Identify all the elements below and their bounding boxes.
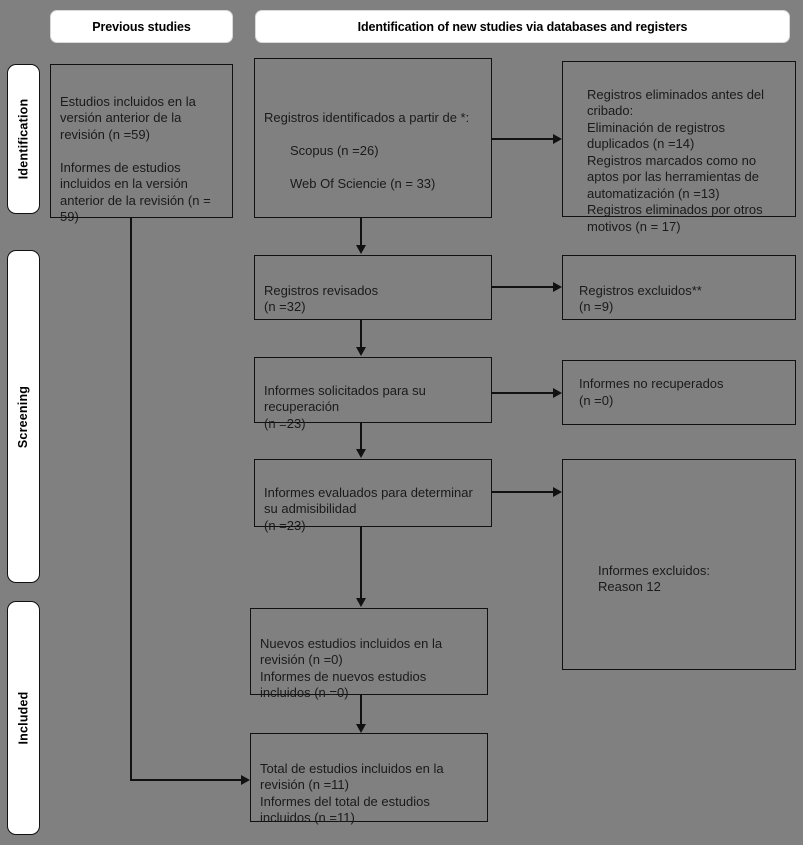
stage-screening-label: Screening [16, 385, 31, 448]
box-records-identified-source-wos: Web Of Sciencie (n = 33) [290, 175, 436, 191]
arrowhead-sought-to-not-retrieved [553, 387, 562, 398]
stage-included-label: Included [16, 691, 31, 745]
stage-identification: Identification [7, 64, 40, 214]
arrowhead-assessed-to-reports-excluded [553, 486, 562, 497]
arrowhead-identified-to-screened [355, 245, 366, 254]
connector-screened-to-excluded [492, 286, 554, 288]
connector-sought-to-assessed [360, 423, 362, 450]
arrowhead-sought-to-assessed [355, 449, 366, 458]
box-records-identified-source-scopus: Scopus (n =26) [290, 142, 379, 158]
connector-assessed-to-reports-excluded [492, 491, 554, 493]
arrowhead-screened-to-excluded [553, 281, 562, 292]
box-records-removed-text: Registros eliminados antes del cribado: … [587, 86, 765, 234]
box-records-excluded-text: Registros excluidos** (n =9) [579, 282, 702, 315]
connector-previous-to-total-horizontal [130, 779, 242, 781]
box-previous-studies-included-text: Estudios incluidos en la versión anterio… [60, 93, 211, 225]
box-reports-excluded: Informes excluidos: Reason 12 [562, 459, 796, 670]
arrowhead-new-included-to-total [355, 724, 366, 733]
header-previous-studies-label: Previous studies [92, 19, 191, 34]
box-total-included: Total de estudios incluidos en la revisi… [250, 733, 488, 825]
box-records-excluded: Registros excluidos** (n =9) [562, 255, 796, 320]
box-reports-assessed: Informes evaluados para determinar su ad… [254, 459, 492, 533]
box-reports-not-retrieved: Informes no recuperados (n =0) [562, 360, 796, 425]
box-reports-excluded-text: Informes excluidos: Reason 12 [598, 562, 710, 595]
stage-identification-label: Identification [16, 98, 31, 180]
box-previous-studies-included: Estudios incluidos en la versión anterio… [50, 64, 233, 224]
box-records-identified: Registros identificados a partir de *: S… [254, 58, 492, 218]
box-records-screened-text: Registros revisados (n =32) [264, 282, 379, 315]
stage-included: Included [7, 601, 40, 835]
connector-screened-to-sought [360, 320, 362, 348]
box-new-studies-included-text: Nuevos estudios incluidos en la revisión… [260, 635, 443, 701]
box-reports-assessed-text: Informes evaluados para determinar su ad… [264, 484, 473, 533]
box-new-studies-included: Nuevos estudios incluidos en la revisión… [250, 608, 488, 700]
stage-screening: Screening [7, 250, 40, 583]
box-reports-sought: Informes solicitados para su recuperació… [254, 357, 492, 431]
header-new-studies: Identification of new studies via databa… [255, 10, 790, 43]
connector-sought-to-not-retrieved [492, 392, 554, 394]
header-new-studies-label: Identification of new studies via databa… [357, 19, 688, 34]
connector-previous-to-total-vertical [130, 218, 132, 780]
connector-new-included-to-total [360, 695, 362, 725]
box-reports-sought-text: Informes solicitados para su recuperació… [264, 382, 426, 431]
box-records-identified-intro: Registros identificados a partir de *: [264, 109, 470, 125]
arrowhead-previous-to-total [241, 774, 250, 785]
box-total-included-text: Total de estudios incluidos en la revisi… [260, 760, 444, 826]
header-previous-studies: Previous studies [50, 10, 233, 43]
connector-assessed-to-new-included [360, 527, 362, 599]
arrowhead-assessed-to-new-included [355, 598, 366, 607]
box-reports-not-retrieved-text: Informes no recuperados (n =0) [579, 376, 724, 408]
connector-identified-to-screened [360, 218, 362, 246]
arrowhead-identified-to-removed [553, 133, 562, 144]
box-records-screened: Registros revisados (n =32) [254, 255, 492, 320]
box-records-removed-before-screening: Registros eliminados antes del cribado: … [562, 61, 796, 234]
arrowhead-screened-to-sought [355, 347, 366, 356]
connector-identified-to-removed [492, 138, 554, 140]
